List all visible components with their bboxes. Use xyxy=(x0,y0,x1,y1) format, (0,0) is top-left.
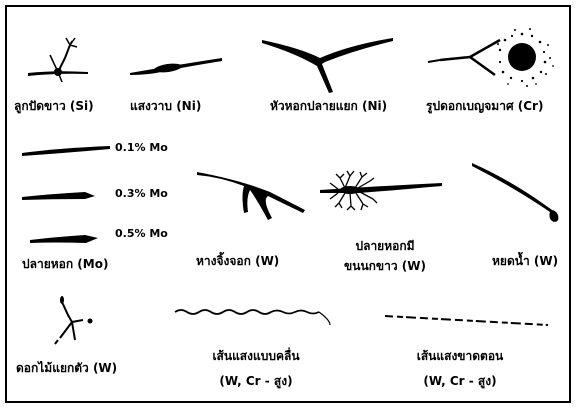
wavy-line-spark-drawing xyxy=(175,310,330,325)
label-mo-level-3: 0.5% Mo xyxy=(115,226,168,242)
broken-line-spark-drawing xyxy=(385,316,548,325)
fox-tail-spark-drawing xyxy=(197,172,305,220)
label-broken-line-2: (W, Cr - สูง) xyxy=(423,373,496,389)
label-wavy-line-1: เส้นแสงแบบคลื่น xyxy=(212,348,299,364)
feathered-spearhead-spark-drawing xyxy=(320,171,442,210)
label-mo-level-2: 0.3% Mo xyxy=(115,186,168,202)
spearhead-spark-drawings xyxy=(22,146,110,243)
label-wavy-line-2: (W, Cr - สูง) xyxy=(219,373,292,389)
label-flash: แสงวาบ (Ni) xyxy=(130,98,201,114)
separating-flower-spark-drawing xyxy=(55,296,93,344)
label-separating-flower: ดอกไม้แยกตัว (W) xyxy=(16,360,117,376)
label-feathered-line-2: ขนนกขาว (W) xyxy=(344,258,426,274)
flash-spark-drawing xyxy=(130,58,222,75)
label-feathered-line-1: ปลายหอกมี xyxy=(355,238,414,254)
label-forked-spearhead: หัวหอกปลายแยก (Ni) xyxy=(270,98,387,114)
label-mo-level-1: 0.1% Mo xyxy=(115,140,168,156)
label-spearhead: ปลายหอก (Mo) xyxy=(22,256,108,272)
label-broken-line-1: เส้นแสงขาดตอน xyxy=(417,348,503,364)
label-chrysanthemum: รูปดอกเบญจมาศ (Cr) xyxy=(426,98,543,114)
label-water-drop: หยดน้ำ (W) xyxy=(492,253,558,269)
forked-spearhead-spark-drawing xyxy=(262,38,393,93)
white-bead-spark-drawing xyxy=(28,38,88,82)
chrysanthemum-spark-drawing xyxy=(428,28,554,87)
water-drop-spark-drawing xyxy=(472,163,560,223)
label-fox-tail: หางจิ้งจอก (W) xyxy=(196,253,279,269)
label-white-bead: ลูกปัดขาว (Si) xyxy=(14,98,94,114)
